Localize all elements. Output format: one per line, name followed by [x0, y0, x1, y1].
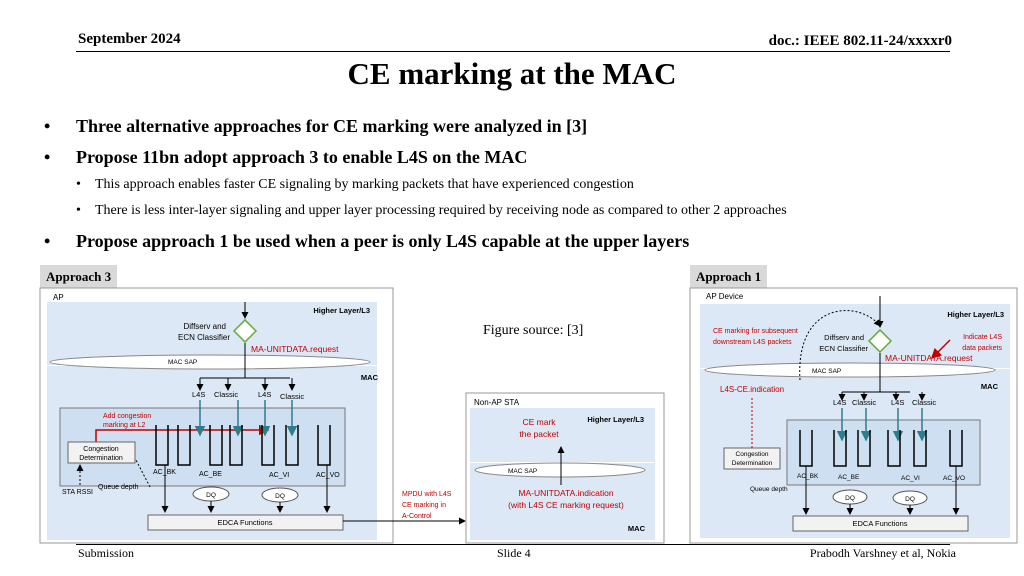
flow-label: L4S — [258, 390, 271, 399]
indicate-label: data packets — [962, 345, 1002, 352]
add-congestion-label: marking at L2 — [103, 422, 146, 429]
ce-subsequent-label: CE marking for subsequent — [713, 328, 798, 335]
indication-label: MA-UNITDATA.indication — [518, 488, 613, 498]
nonap-panel: Non-AP STA Higher Layer/L3 CE mark the p… — [465, 392, 665, 544]
a1-flow-label: Classic — [852, 398, 876, 407]
indicate-label: Indicate L4S — [963, 334, 1002, 341]
a1-queue-label: AC_BE — [838, 474, 860, 481]
a1-dq-label: DQ — [905, 496, 915, 503]
higher-layer-label: Higher Layer/L3 — [313, 306, 370, 315]
mpdu-label: MPDU with L4S — [402, 491, 452, 498]
classifier-label: ECN Classifier — [178, 333, 230, 342]
bullet-marker: • — [44, 116, 51, 136]
ap-device-label: AP Device — [706, 292, 744, 301]
footer-submission: Submission — [78, 546, 135, 560]
ce-subsequent-label: downstream L4S packets — [713, 339, 792, 346]
a1-classifier-label: Diffserv and — [824, 333, 864, 342]
higher-layer-box — [47, 302, 377, 365]
flow-label: Classic — [214, 390, 238, 399]
congestion-label: Determination — [79, 455, 123, 462]
dq-label: DQ — [206, 492, 216, 499]
a1-edca-box — [792, 515, 969, 532]
congestion-label: Congestion — [83, 446, 119, 453]
edca-label: EDCA Functions — [217, 518, 272, 527]
queue-depth-label: Queue depth — [98, 484, 139, 491]
nonap-mac-sap-label: MAC SAP — [508, 468, 537, 475]
dq-label: DQ — [275, 493, 285, 500]
a1-queue-label: AC_VO — [943, 475, 965, 482]
a1-flow-label: Classic — [912, 398, 936, 407]
sub-bullet-marker: • — [76, 203, 81, 218]
bullet-item: Propose approach 1 be used when a peer i… — [76, 231, 690, 251]
footer-slide-number: Slide 4 — [497, 546, 531, 560]
bullet-item: Three alternative approaches for CE mark… — [76, 116, 588, 136]
slide-title: CE marking at the MAC — [347, 56, 677, 91]
a1-queue-label: AC_BK — [797, 473, 819, 480]
mac-label: MAC — [361, 373, 379, 382]
queue-label: AC_VI — [269, 472, 289, 479]
classifier-diamond — [232, 318, 258, 344]
a1-congestion-label: Determination — [732, 460, 773, 467]
bullet-marker: • — [44, 147, 51, 167]
approach1-panel: AP Device Higher Layer/L3 CE marking for… — [689, 287, 1018, 544]
footer-divider — [76, 544, 950, 545]
approach3-tab: Approach 3 — [40, 265, 118, 289]
classifier-label: Diffserv and — [183, 322, 226, 331]
a1-mac-sap-label: MAC SAP — [812, 368, 841, 375]
congestion-determination-box — [67, 441, 136, 464]
footer-author: Prabodh Varshney et al, Nokia — [809, 546, 956, 560]
indication-label: (with L4S CE marking request) — [508, 500, 624, 510]
nonap-label: Non-AP STA — [474, 398, 520, 407]
mac-sap-label: MAC SAP — [168, 359, 197, 366]
sub-bullet-item: There is less inter-layer signaling and … — [95, 203, 787, 218]
a1-edca-label: EDCA Functions — [852, 519, 907, 528]
ce-indication-label: L4S-CE.indication — [720, 385, 784, 394]
approach1-tab: Approach 1 — [690, 265, 768, 289]
nonap-higher-layer-label: Higher Layer/L3 — [587, 415, 644, 424]
a1-higher-layer-label: Higher Layer/L3 — [947, 310, 1004, 319]
a1-flow-label: L4S — [891, 398, 904, 407]
header-date: September 2024 — [78, 31, 181, 47]
a1-congestion-label: Congestion — [736, 451, 769, 458]
sub-bullet-marker: • — [76, 177, 81, 192]
header-divider — [76, 51, 950, 52]
figure-source: Figure source: [3] — [483, 323, 584, 338]
header-doc-id: doc.: IEEE 802.11-24/xxxxr0 — [768, 33, 952, 49]
edca-box — [147, 514, 344, 531]
unitdata-request-label: MA-UNITDATA.request — [251, 344, 339, 354]
a1-flow-label: L4S — [833, 398, 846, 407]
bullet-marker: • — [44, 231, 51, 251]
mpdu-label: CE marking in — [402, 502, 446, 509]
flow-label: L4S — [192, 390, 205, 399]
ce-mark-label: CE mark — [522, 417, 556, 427]
add-congestion-label: Add congestion — [103, 413, 151, 420]
nonap-mac-label: MAC — [628, 524, 646, 533]
bullet-item: Propose 11bn adopt approach 3 to enable … — [76, 147, 528, 167]
sta-rssi-label: STA RSSI — [62, 489, 93, 496]
ce-mark-label: the packet — [519, 429, 559, 439]
a1-dq-label: DQ — [845, 495, 855, 502]
a1-mac-label: MAC — [981, 382, 999, 391]
sub-bullet-item: This approach enables faster CE signalin… — [95, 177, 634, 192]
queue-label: AC_VO — [316, 472, 340, 479]
a1-classifier-diamond — [867, 328, 893, 354]
flow-label: Classic — [280, 392, 304, 401]
a1-queue-depth-label: Queue depth — [750, 486, 788, 493]
a1-unitdata-label: MA-UNITDATA.request — [885, 353, 973, 363]
ap-label: AP — [53, 293, 64, 302]
approach3-panel: AP Higher Layer/L3 Diffserv and ECN Clas… — [39, 287, 466, 544]
queue-label: AC_BE — [199, 471, 222, 478]
a1-queue-label: AC_VI — [901, 475, 920, 482]
a1-classifier-label: ECN Classifier — [819, 344, 868, 353]
mpdu-label: A-Control — [402, 513, 432, 520]
